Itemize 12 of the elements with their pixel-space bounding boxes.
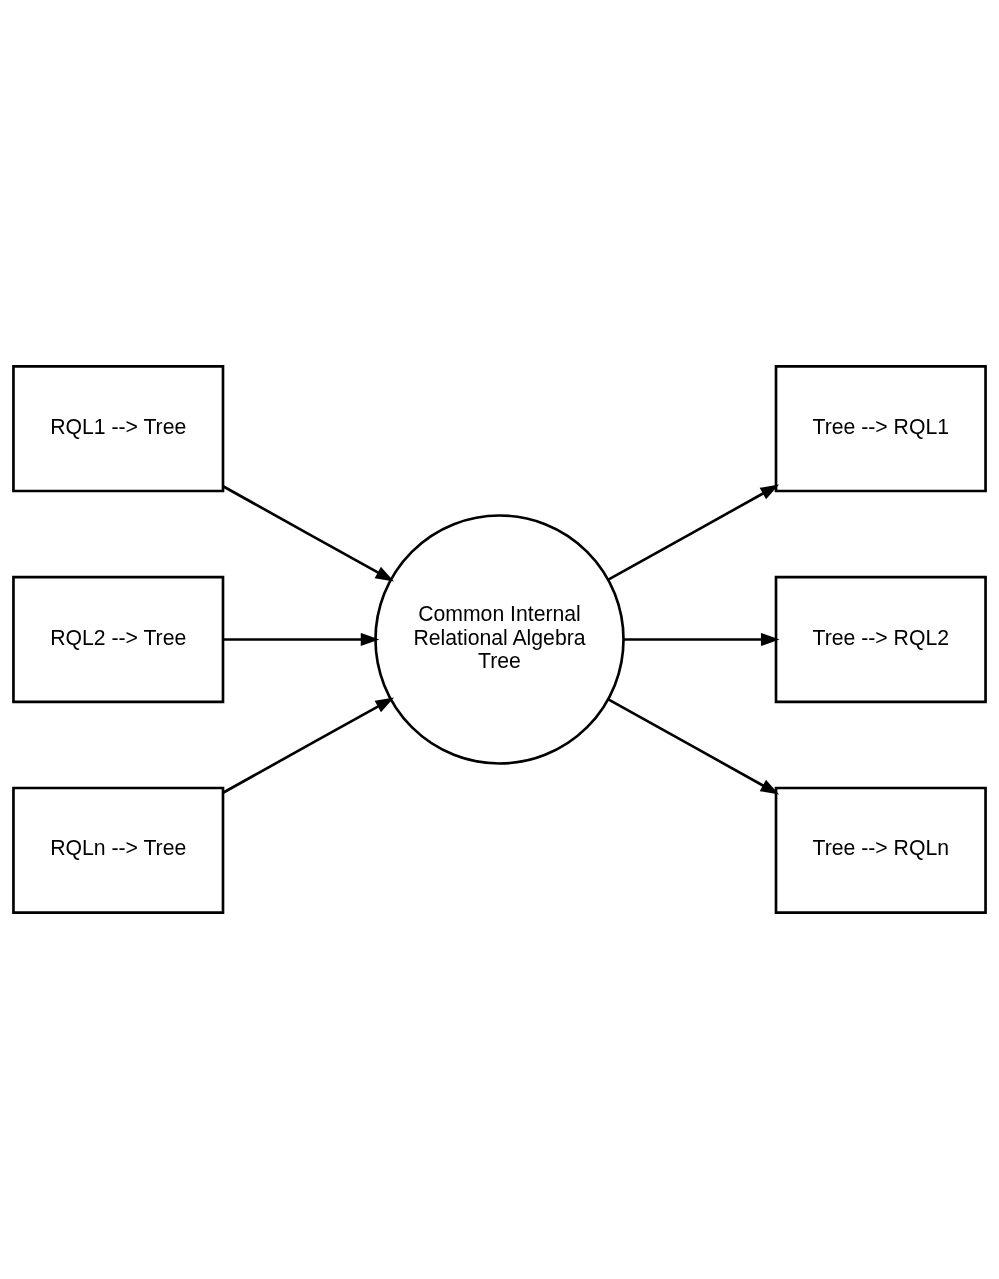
- node-box: RQL1 --> Tree: [12, 364, 225, 493]
- node-box: RQL2 --> Tree: [12, 575, 225, 704]
- arrow: [222, 485, 395, 582]
- node-box: Tree --> RQL1: [774, 364, 987, 493]
- node-box: Tree --> RQLn: [774, 786, 987, 915]
- arrow: [607, 698, 780, 795]
- arrow: [222, 697, 395, 794]
- node-box: RQLn --> Tree: [12, 786, 225, 915]
- arrow: [223, 633, 380, 646]
- node-box: Tree --> RQL2: [774, 575, 987, 704]
- arrow: [607, 484, 780, 581]
- arrow: [623, 633, 780, 646]
